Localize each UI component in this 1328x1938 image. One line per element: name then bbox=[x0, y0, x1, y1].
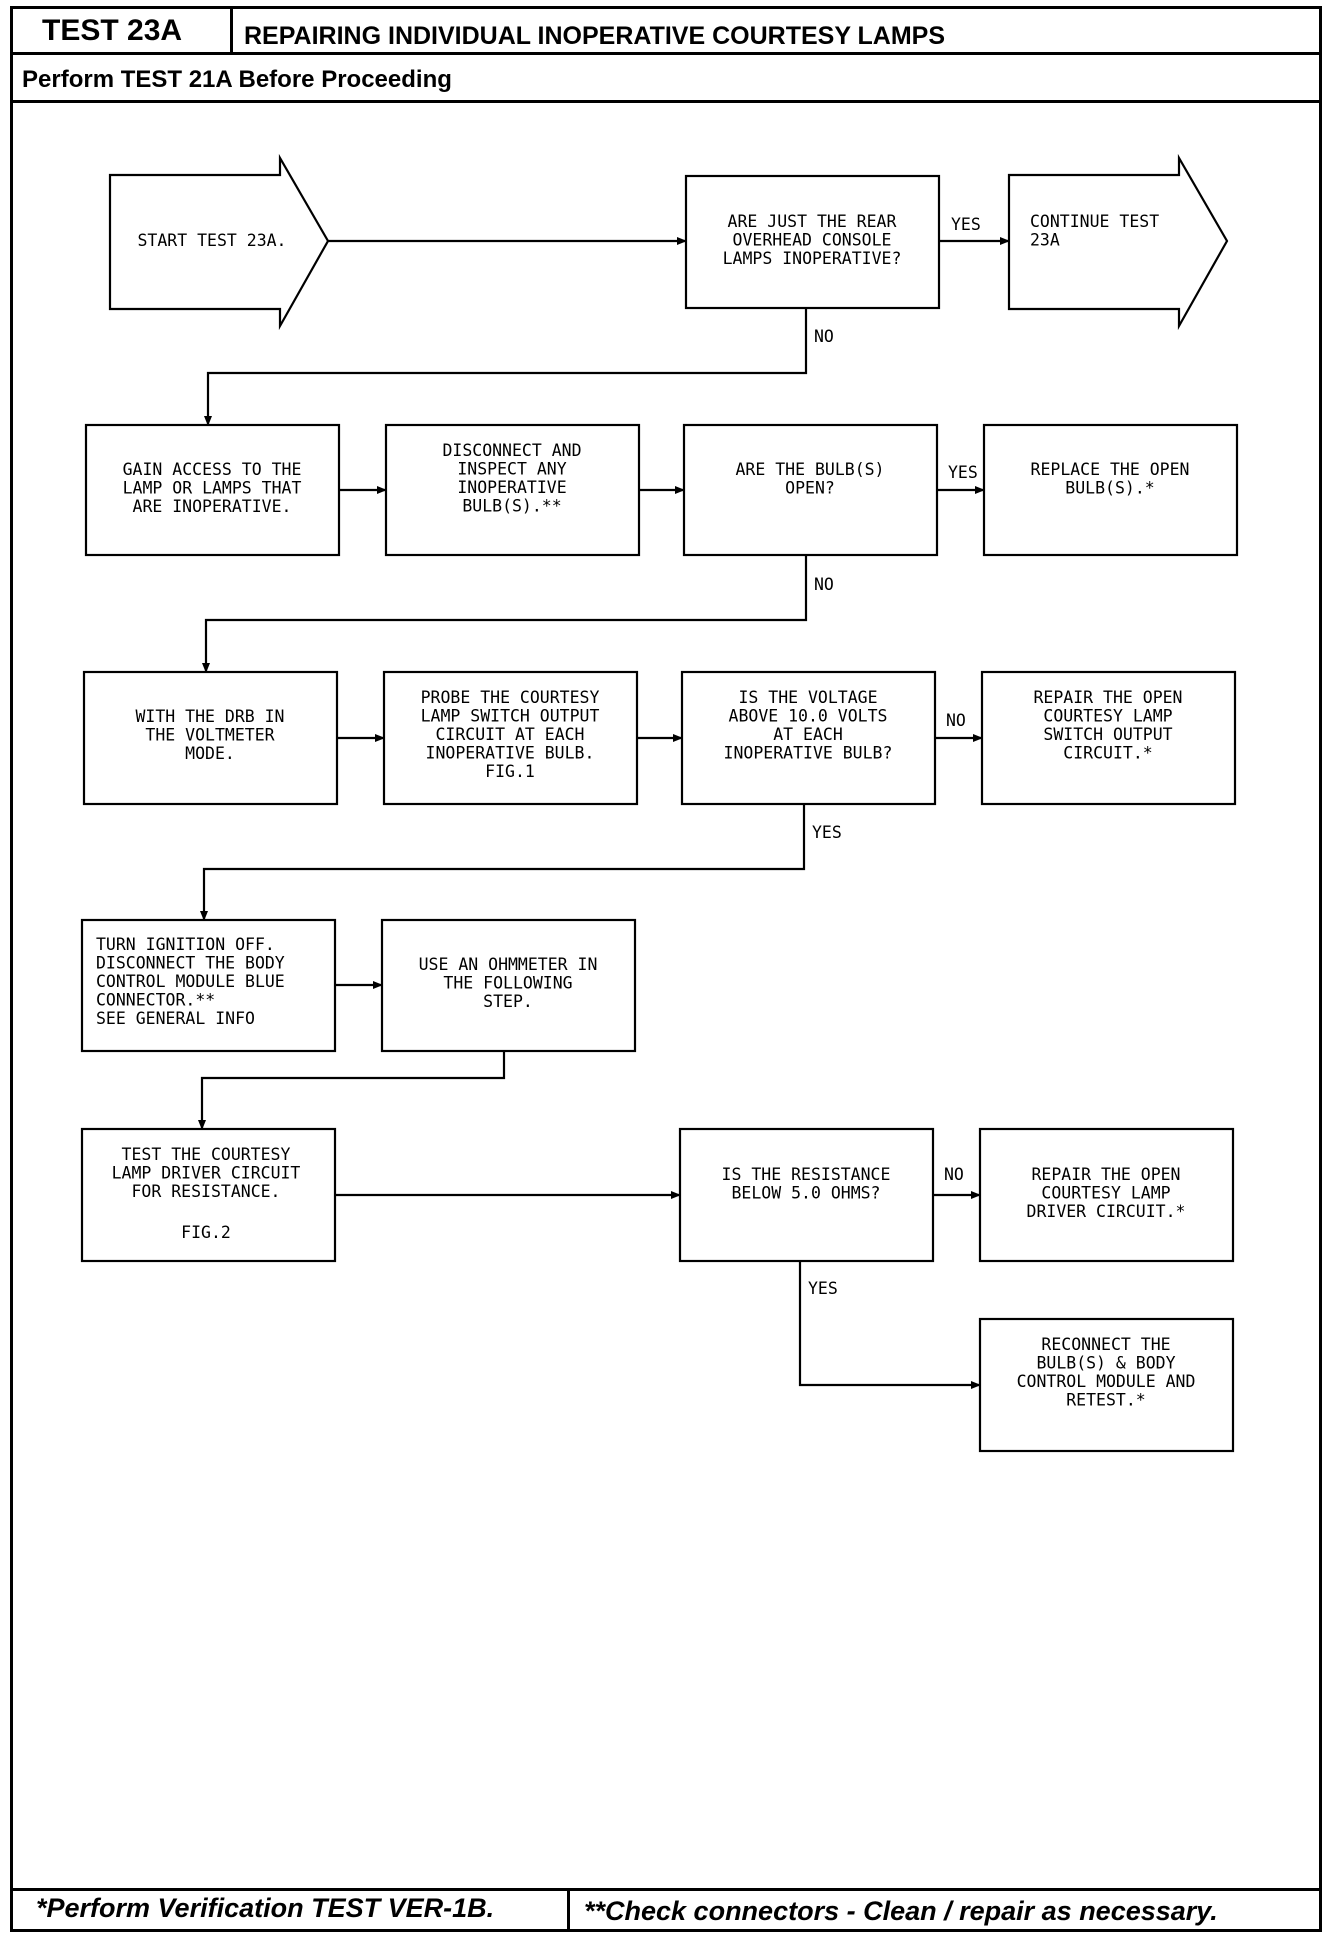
q-voltage-text-line: AT EACH bbox=[773, 725, 843, 744]
start-label: START TEST 23A. bbox=[137, 231, 286, 250]
reconnect-text-line: RETEST.* bbox=[1066, 1391, 1145, 1410]
reconnect-text-line: CONTROL MODULE AND bbox=[1017, 1372, 1196, 1391]
edge-q-bulbs-no bbox=[202, 555, 808, 673]
q-resistance-text-line: IS THE RESISTANCE bbox=[722, 1165, 891, 1184]
header-id-divider bbox=[230, 6, 233, 54]
drb-text-line: MODE. bbox=[185, 744, 235, 763]
repair-driver-text-line: REPAIR THE OPEN bbox=[1031, 1165, 1180, 1184]
ohmmeter-text-line: STEP. bbox=[483, 992, 533, 1011]
gain-access-text-line: ARE INOPERATIVE. bbox=[133, 497, 292, 516]
ignition-off-text-line: TURN IGNITION OFF. bbox=[96, 935, 275, 954]
edge-q-rear-no bbox=[204, 308, 808, 426]
q-bulbs-text-line: OPEN? bbox=[785, 479, 835, 498]
label-q-voltage-no: NO bbox=[946, 711, 966, 730]
repair-driver-text-line: COURTESY LAMP bbox=[1041, 1184, 1170, 1203]
start-label-line: START TEST 23A. bbox=[137, 231, 286, 250]
footnote-connectors: **Check connectors - Clean / repair as n… bbox=[584, 1896, 1218, 1926]
label-q-resistance-yes: YES bbox=[808, 1279, 838, 1298]
disconnect-inspect-text-line: INSPECT ANY bbox=[457, 460, 566, 479]
label-q-voltage-yes: YES bbox=[812, 823, 842, 842]
probe-text-line: PROBE THE COURTESY bbox=[421, 688, 600, 707]
q-bulbs-text: ARE THE BULB(S)OPEN? bbox=[735, 460, 884, 498]
q-voltage-text-line: ABOVE 10.0 VOLTS bbox=[729, 707, 888, 726]
continue-arrow-shape bbox=[1007, 153, 1229, 331]
label-q-bulbs-yes: YES bbox=[948, 463, 978, 482]
q-bulbs-text-line: ARE THE BULB(S) bbox=[735, 460, 884, 479]
repair-switch-text-line: SWITCH OUTPUT bbox=[1043, 725, 1172, 744]
repair-switch-text-line: REPAIR THE OPEN bbox=[1033, 688, 1182, 707]
ohmmeter-text-line: THE FOLLOWING bbox=[443, 974, 572, 993]
replace-bulbs-text-line: BULB(S).* bbox=[1065, 479, 1154, 498]
prerequisite-note: Perform TEST 21A Before Proceeding bbox=[22, 66, 452, 93]
test-id: TEST 23A bbox=[42, 14, 183, 47]
test-driver-text-line: FOR RESISTANCE. bbox=[131, 1182, 280, 1201]
drb-text-line: THE VOLTMETER bbox=[145, 726, 274, 745]
header-divider bbox=[10, 52, 1322, 55]
disconnect-inspect-text-line: BULB(S).** bbox=[462, 497, 561, 516]
edge-q-resistance-yes bbox=[798, 1261, 981, 1389]
edge-ohmmeter-to-test-driver bbox=[198, 1051, 506, 1130]
footer-divider bbox=[10, 1888, 1322, 1891]
label-q-rear-no: NO bbox=[814, 327, 834, 346]
probe-text-line: CIRCUIT AT EACH bbox=[435, 725, 584, 744]
q-rear-text-line: ARE JUST THE REAR bbox=[728, 212, 897, 231]
start-arrow-shape bbox=[108, 153, 330, 331]
q-rear-text-line: OVERHEAD CONSOLE bbox=[733, 231, 892, 250]
ignition-off-text-line: DISCONNECT THE BODY bbox=[96, 954, 285, 973]
label-q-resistance-no: NO bbox=[944, 1165, 964, 1184]
test-driver-text-line: TEST THE COURTESY bbox=[122, 1145, 291, 1164]
ignition-off-text-line: CONTROL MODULE BLUE bbox=[96, 972, 285, 991]
reconnect-text-line: RECONNECT THE bbox=[1041, 1335, 1170, 1354]
edge-q-voltage-yes bbox=[200, 804, 806, 921]
footnote-verification: *Perform Verification TEST VER-1B. bbox=[36, 1893, 495, 1923]
replace-bulbs-text-line: REPLACE THE OPEN bbox=[1031, 460, 1190, 479]
probe-text-line: INOPERATIVE BULB. bbox=[426, 744, 595, 763]
ignition-off-text-line: CONNECTOR.** bbox=[96, 991, 215, 1010]
probe-text-line: FIG.1 bbox=[485, 762, 535, 781]
disconnect-inspect-text-line: DISCONNECT AND bbox=[442, 441, 581, 460]
probe-text-line: LAMP SWITCH OUTPUT bbox=[421, 707, 600, 726]
q-voltage-text-line: INOPERATIVE BULB? bbox=[724, 744, 893, 763]
test-driver-fig: FIG.2 bbox=[181, 1223, 231, 1242]
drb-text-line: WITH THE DRB IN bbox=[135, 707, 284, 726]
label-q-rear-yes: YES bbox=[951, 215, 981, 234]
prerequisite-divider bbox=[10, 100, 1322, 103]
q-voltage-text-line: IS THE VOLTAGE bbox=[738, 688, 877, 707]
gain-access-text-line: GAIN ACCESS TO THE bbox=[123, 460, 302, 479]
continue-label-line: 23A bbox=[1030, 231, 1060, 250]
q-resistance-text-line: BELOW 5.0 OHMS? bbox=[731, 1184, 880, 1203]
gain-access-text-line: LAMP OR LAMPS THAT bbox=[123, 479, 302, 498]
repair-switch-text-line: CIRCUIT.* bbox=[1063, 744, 1152, 763]
repair-switch-text-line: COURTESY LAMP bbox=[1043, 707, 1172, 726]
reconnect-text-line: BULB(S) & BODY bbox=[1036, 1354, 1175, 1373]
disconnect-inspect-text-line: INOPERATIVE bbox=[457, 478, 566, 497]
q-rear-text-line: LAMPS INOPERATIVE? bbox=[723, 249, 902, 268]
continue-label-line: CONTINUE TEST bbox=[1030, 212, 1159, 231]
repair-driver-text-line: DRIVER CIRCUIT.* bbox=[1027, 1202, 1186, 1221]
ohmmeter-text-line: USE AN OHMMETER IN bbox=[419, 955, 598, 974]
page-frame bbox=[10, 6, 1322, 1932]
ignition-off-text-line: SEE GENERAL INFO bbox=[96, 1009, 255, 1028]
label-q-bulbs-no: NO bbox=[814, 575, 834, 594]
page-title: REPAIRING INDIVIDUAL INOPERATIVE COURTES… bbox=[244, 22, 946, 50]
test-driver-text-line: LAMP DRIVER CIRCUIT bbox=[112, 1164, 301, 1183]
footer-split bbox=[567, 1888, 570, 1932]
